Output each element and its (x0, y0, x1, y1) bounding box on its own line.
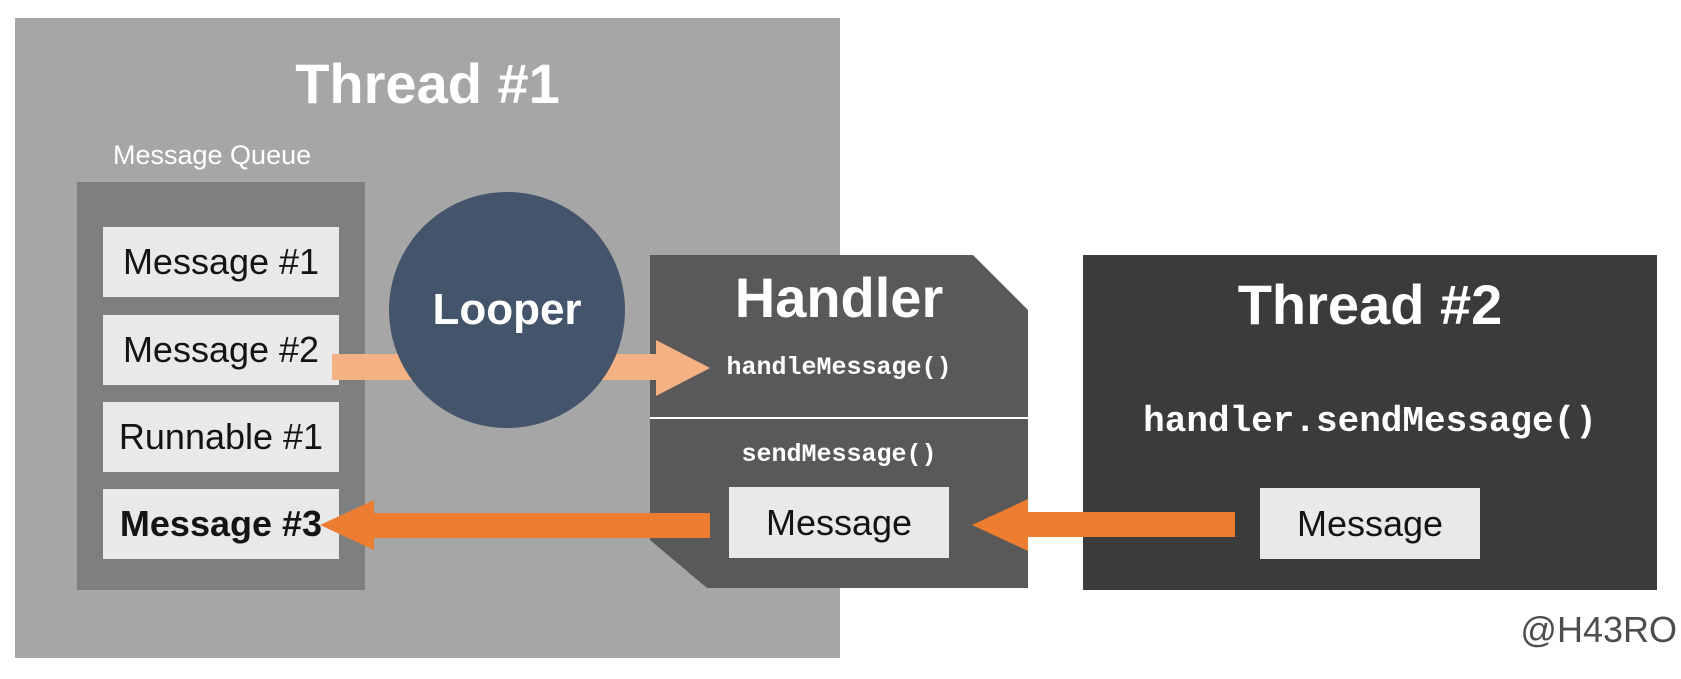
handler-box: Handler handleMessage() sendMessage() Me… (650, 255, 1028, 588)
queue-item-message-1: Message #1 (103, 227, 339, 297)
handler-divider (650, 417, 1028, 419)
message-queue-box: Message #1 Message #2 Runnable #1 Messag… (77, 182, 365, 590)
looper-circle: Looper (389, 192, 625, 428)
arrow-handler-to-queue-head-icon (320, 500, 374, 550)
arrow-message2-to-handler-head-icon (656, 340, 710, 396)
send-message-label: sendMessage() (741, 440, 937, 469)
handler-message-box: Message (729, 487, 949, 558)
handle-message-label: handleMessage() (726, 353, 952, 382)
arrow-thread2-to-handler-head-icon (972, 499, 1028, 551)
handler-title: Handler (734, 266, 944, 329)
arrow-handler-to-queue-body (374, 513, 710, 538)
message-queue-label: Message Queue (113, 140, 312, 170)
thread2-message-box: Message (1260, 488, 1480, 559)
watermark: @H43RO (1520, 609, 1677, 650)
thread2-send-message-label: handler.sendMessage() (1143, 401, 1597, 442)
queue-item-message-2: Message #2 (103, 315, 339, 385)
queue-item-message-3: Message #3 (103, 489, 339, 559)
thread1-title: Thread #1 (295, 52, 560, 115)
queue-item-runnable-1: Runnable #1 (103, 402, 339, 472)
thread2-title: Thread #2 (1237, 273, 1503, 336)
thread2-box: Thread #2 handler.sendMessage() Message (1083, 255, 1657, 590)
looper-label: Looper (432, 285, 582, 334)
arrow-thread2-to-handler-body (1028, 512, 1235, 537)
